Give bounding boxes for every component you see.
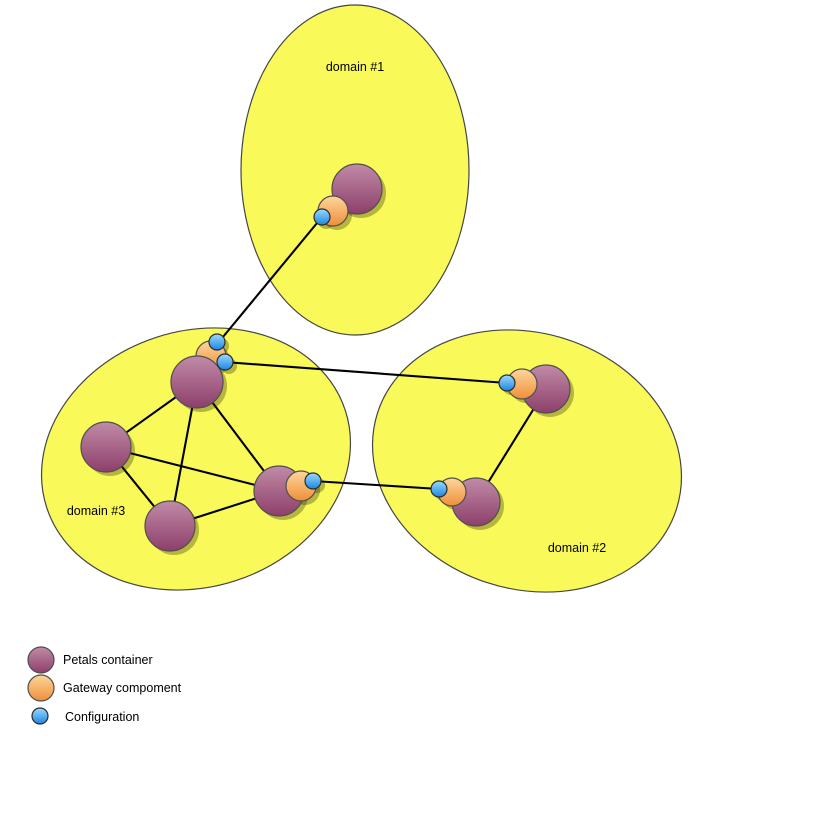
domain-1-node-cluster <box>313 163 386 230</box>
legend-swatch-petals <box>27 646 55 674</box>
domain-3-label: domain #3 <box>67 504 125 518</box>
domain-2-label: domain #2 <box>548 541 606 555</box>
legend-label-gateway: Gateway compoment <box>63 681 182 695</box>
legend-swatch-config <box>31 707 49 725</box>
domain-2-node-cluster <box>430 477 504 530</box>
configuration-node <box>304 472 322 490</box>
legend-label-petals: Petals container <box>63 653 153 667</box>
configuration-node <box>216 353 234 371</box>
configuration-node <box>498 374 516 392</box>
link-d3-to-d2-top <box>223 360 508 385</box>
domain-3-ellipse <box>40 327 352 591</box>
domain-3-node-cluster <box>144 500 199 555</box>
link-d1-to-d3 <box>217 216 323 344</box>
domain-1-label: domain #1 <box>326 60 384 74</box>
legend-label-config: Configuration <box>65 710 139 724</box>
configuration-node <box>208 333 226 351</box>
link-d3-to-d2-bottom <box>312 479 440 491</box>
legend-swatch-gateway <box>27 674 55 702</box>
domain-2-node-cluster <box>498 364 574 417</box>
domain-2-ellipse <box>371 329 683 593</box>
domain-3-node-cluster <box>170 333 237 412</box>
configuration-node <box>313 208 331 226</box>
domain-3-node-cluster <box>80 421 135 476</box>
configuration-node <box>430 480 448 498</box>
petals-container-node <box>170 355 224 409</box>
domain-3-node-cluster <box>253 465 325 520</box>
link-d3-left-right <box>105 445 280 493</box>
petals-container-node <box>80 421 132 473</box>
petals-container-node <box>144 500 196 552</box>
